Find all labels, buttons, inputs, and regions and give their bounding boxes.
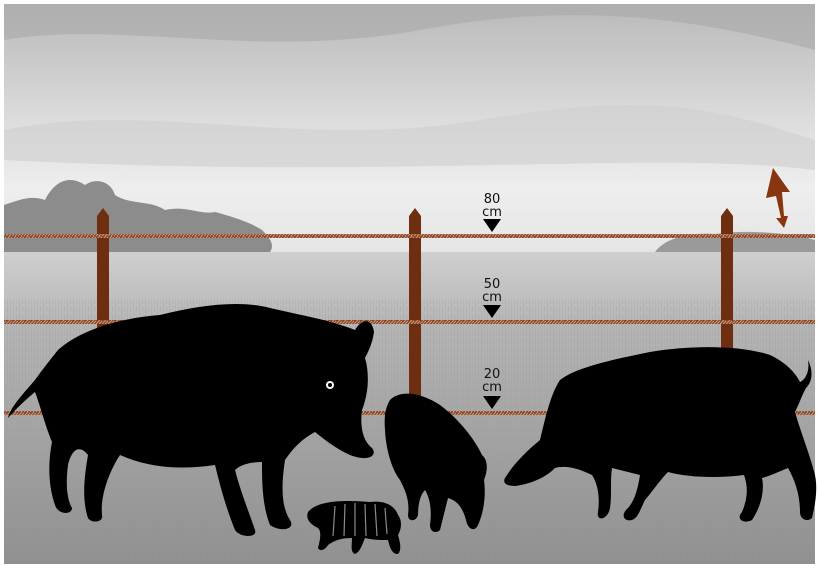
- fence-post: [97, 208, 109, 335]
- height-unit-80: cm: [482, 205, 502, 220]
- fence-wire-80: [4, 234, 815, 238]
- height-unit-50: cm: [482, 290, 502, 305]
- fence-post: [721, 208, 733, 350]
- height-unit-20: cm: [482, 380, 502, 395]
